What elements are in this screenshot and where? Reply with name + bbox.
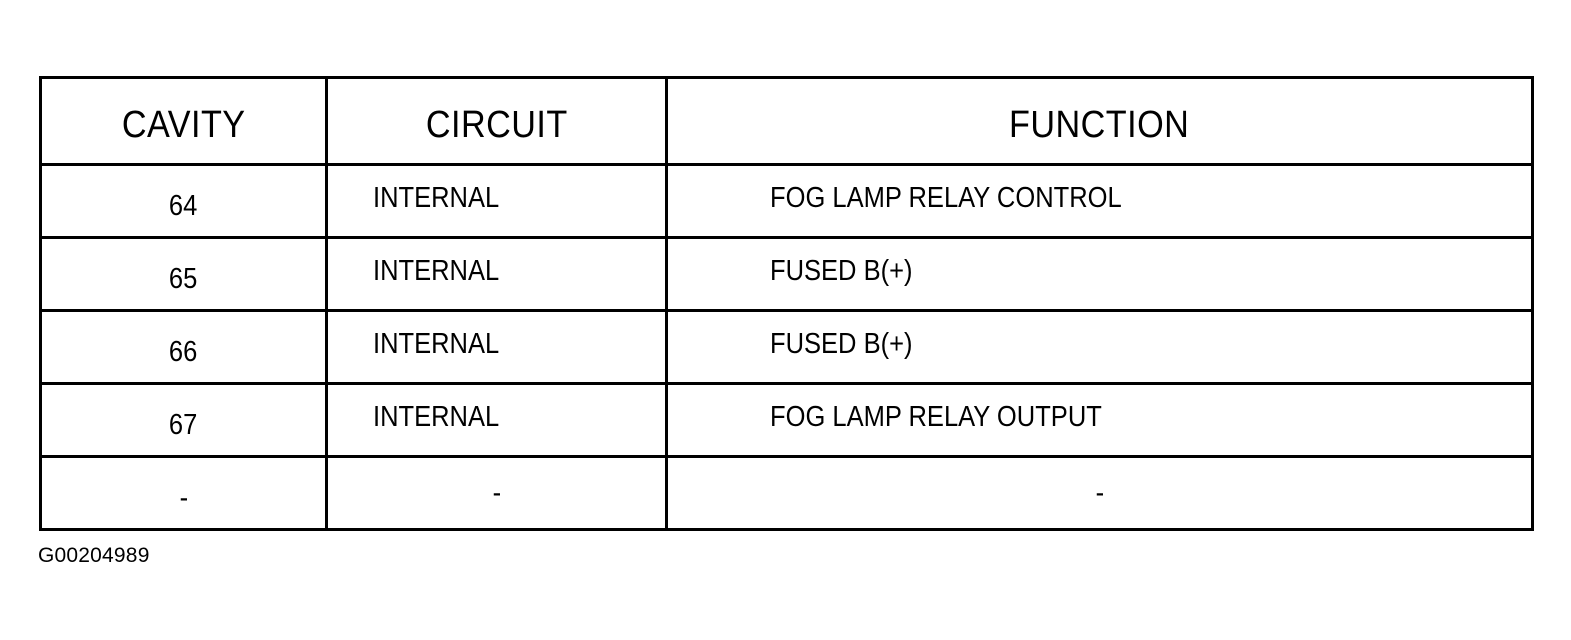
circuit-cell: INTERNAL: [325, 382, 668, 458]
function-cell: FOG LAMP RELAY OUTPUT: [665, 382, 1534, 458]
circuit-cell: INTERNAL: [325, 236, 668, 312]
function-cell: -: [665, 455, 1534, 531]
cavity-cell: 67: [39, 382, 328, 458]
header-circuit: CIRCUIT: [325, 76, 668, 166]
table-row: - - -: [39, 455, 1534, 531]
header-cavity: CAVITY: [39, 76, 328, 166]
cavity-cell: 65: [39, 236, 328, 312]
table-body: 64 INTERNAL FOG LAMP RELAY CONTROL 65 IN…: [39, 163, 1534, 531]
function-cell: FOG LAMP RELAY CONTROL: [665, 163, 1534, 239]
function-cell: FUSED B(+): [665, 236, 1534, 312]
table-row: 65 INTERNAL FUSED B(+): [39, 236, 1534, 312]
table-header: CAVITY CIRCUIT FUNCTION: [39, 76, 1534, 166]
function-cell: FUSED B(+): [665, 309, 1534, 385]
header-row: CAVITY CIRCUIT FUNCTION: [39, 76, 1534, 166]
table-row: 67 INTERNAL FOG LAMP RELAY OUTPUT: [39, 382, 1534, 458]
table-row: 64 INTERNAL FOG LAMP RELAY CONTROL: [39, 163, 1534, 239]
circuit-cell: INTERNAL: [325, 309, 668, 385]
cavity-cell: 66: [39, 309, 328, 385]
connector-pinout-table: CAVITY CIRCUIT FUNCTION 64 INTERNAL FOG …: [39, 76, 1534, 531]
header-function: FUNCTION: [665, 76, 1534, 166]
circuit-cell: -: [325, 455, 668, 531]
cavity-cell: -: [39, 455, 328, 531]
circuit-cell: INTERNAL: [325, 163, 668, 239]
figure-id: G00204989: [38, 544, 150, 567]
cavity-cell: 64: [39, 163, 328, 239]
table-row: 66 INTERNAL FUSED B(+): [39, 309, 1534, 385]
